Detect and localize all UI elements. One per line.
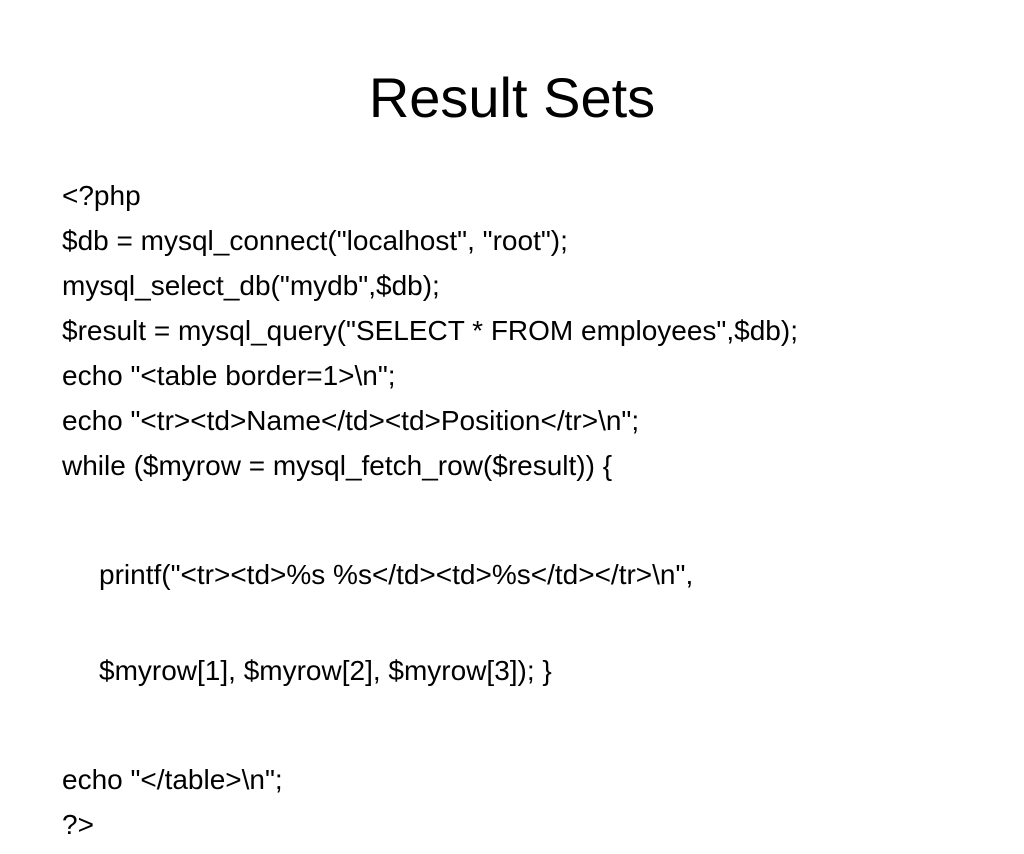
code-line: <?php	[62, 180, 141, 211]
code-line: echo "<table border=1>\n";	[62, 360, 396, 391]
code-line: while ($myrow = mysql_fetch_row($result)…	[62, 450, 613, 481]
slide: Result Sets <?php $db = mysql_connect("l…	[62, 66, 798, 840]
code-listing: <?php $db = mysql_connect("localhost", "…	[62, 180, 982, 854]
code-line-indented-part: printf("<tr><td>%s %s</td><td>%s</td></t…	[99, 559, 694, 590]
code-line-indented-part: $myrow[1], $myrow[2], $myrow[3]); }	[99, 655, 552, 686]
slide-title: Result Sets	[368, 66, 656, 129]
code-line: mysql_select_db("mydb",$db);	[62, 270, 440, 301]
code-line: ?>	[62, 809, 94, 840]
code-line-indented: printf("<tr><td>%s %s</td><td>%s</td></t…	[62, 495, 982, 751]
code-line: echo "</table>\n";	[62, 764, 283, 795]
code-line: echo "<tr><td>Name</td><td>Position</tr>…	[62, 405, 640, 436]
code-line: $db = mysql_connect("localhost", "root")…	[62, 225, 568, 256]
code-line: $result = mysql_query("SELECT * FROM emp…	[62, 315, 798, 346]
